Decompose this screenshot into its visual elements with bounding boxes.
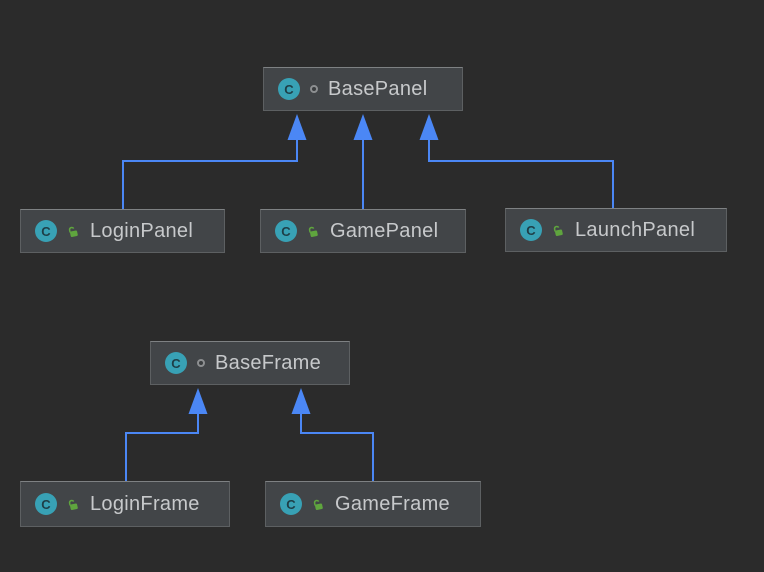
inheritance-edge-gameframe-baseframe[interactable] [291,388,374,481]
class-node-baseframe[interactable]: C BaseFrame [150,341,350,385]
inheritance-edge-gamepanel-basepanel[interactable] [353,114,373,209]
class-name-label: GameFrame [335,492,450,515]
open-lock-icon [550,223,565,238]
class-name-label: LaunchPanel [575,218,696,241]
inheritance-edge-loginframe-baseframe[interactable] [125,388,208,481]
class-node-launchpanel[interactable]: C LaunchPanel [505,208,727,252]
class-name-label: LoginPanel [90,219,194,242]
class-icon: C [35,493,57,515]
class-icon: C [35,220,57,242]
open-lock-icon [65,497,80,512]
class-name-label: LoginFrame [90,492,200,515]
class-icon: C [165,352,187,374]
class-node-gamepanel[interactable]: C GamePanel [260,209,466,253]
class-icon: C [275,220,297,242]
class-node-basepanel[interactable]: C BasePanel [263,67,463,111]
open-lock-icon [310,497,325,512]
inheritance-edge-launchpanel-basepanel[interactable] [419,114,614,208]
class-node-loginframe[interactable]: C LoginFrame [20,481,230,527]
inheritance-edge-loginpanel-basepanel[interactable] [122,114,307,209]
dot-visibility-icon [197,359,205,367]
dot-visibility-icon [310,85,318,93]
class-name-label: GamePanel [330,219,439,242]
open-lock-icon [305,224,320,239]
class-node-gameframe[interactable]: C GameFrame [265,481,481,527]
class-icon: C [280,493,302,515]
class-name-label: BasePanel [328,77,428,100]
open-lock-icon [65,224,80,239]
class-icon: C [278,78,300,100]
class-icon: C [520,219,542,241]
class-name-label: BaseFrame [215,351,322,374]
class-node-loginpanel[interactable]: C LoginPanel [20,209,225,253]
